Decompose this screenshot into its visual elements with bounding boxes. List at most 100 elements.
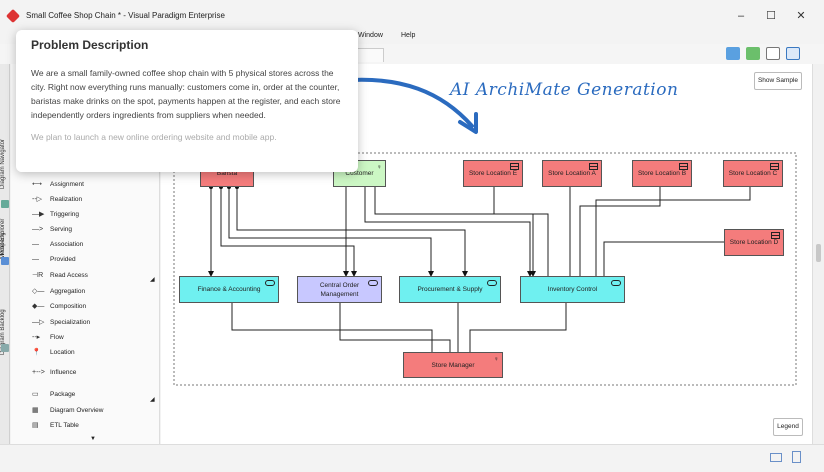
palette-glyph-icon: —▷ — [32, 319, 45, 326]
node-store-location-d[interactable]: Store Location D — [724, 229, 784, 256]
palette-item-label: Influence — [50, 369, 77, 376]
mail-icon[interactable] — [770, 453, 782, 462]
location-icon — [589, 163, 598, 170]
palette-item-etl-table[interactable]: ▤ ETL Table — [32, 421, 79, 430]
property-icon — [1, 257, 9, 265]
palette-scroll-down-icon[interactable]: ▼ — [90, 436, 96, 442]
node-label: Inventory Control — [547, 286, 598, 293]
show-sample-button[interactable]: Show Sample — [754, 72, 802, 90]
node-procurement-supply[interactable]: Procurement & Supply — [399, 276, 501, 303]
layout-icon[interactable] — [766, 47, 780, 60]
palette-glyph-icon: — — [32, 241, 39, 248]
palette-item-label: Package — [50, 390, 76, 398]
menu-help[interactable]: Help — [401, 32, 416, 39]
palette-item-label: Composition — [50, 302, 87, 310]
palette-item-label: Aggregation — [50, 287, 86, 295]
palette-item-label: ETL Table — [50, 421, 79, 429]
palette-expand-icon[interactable]: ◢ — [150, 277, 155, 283]
node-store-location-a[interactable]: Store Location A — [542, 160, 602, 187]
palette-glyph-icon: --▸ — [32, 334, 41, 341]
palette-item-label: Diagram Overview — [50, 406, 104, 414]
problem-body: We are a small family-owned coffee shop … — [31, 68, 341, 120]
legend-button[interactable]: Legend — [773, 418, 803, 436]
palette-item-influence[interactable]: +-->Influence — [32, 369, 76, 376]
node-label: Store Location A — [548, 170, 596, 177]
palette-item-label: Flow — [50, 333, 64, 341]
palette-item-label: Triggering — [50, 210, 80, 218]
palette-item-specialization[interactable]: —▷ Specialization — [32, 318, 91, 327]
location-icon — [679, 163, 688, 170]
node-store-manager[interactable]: Store Manager ♀ — [403, 352, 503, 378]
palette-glyph-icon: ◇— — [32, 288, 45, 295]
location-icon — [770, 163, 779, 170]
menu-window[interactable]: Window — [358, 32, 383, 39]
window-title: Small Coffee Shop Chain * - Visual Parad… — [26, 11, 225, 20]
palette-item-triggering[interactable]: —▶Triggering — [32, 210, 80, 219]
node-customer-label: Customer — [345, 170, 374, 177]
palette-item-read-access[interactable]: ⊣R Read Access — [32, 271, 88, 280]
palette-glyph-icon: ⊣R — [32, 272, 44, 279]
minimize-button[interactable]: – — [737, 10, 745, 22]
node-store-location-b[interactable]: Store Location B — [632, 160, 692, 187]
location-icon — [510, 163, 519, 170]
palette-item-realization[interactable]: --▷Realization — [32, 195, 83, 204]
palette-glyph-icon: — — [32, 256, 39, 263]
palette-glyph-icon: ⟷ — [32, 181, 43, 188]
palette-item-assignment[interactable]: ⟷Assignment — [32, 180, 84, 189]
node-label: Finance & Accounting — [197, 286, 261, 293]
node-label: Store Location B — [637, 170, 687, 177]
node-store-location-c[interactable]: Store Location C — [723, 160, 783, 187]
palette-item-label: Association — [50, 241, 84, 248]
palette-item-diagram-overview[interactable]: ▦ Diagram Overview — [32, 406, 104, 415]
palette-item-association[interactable]: — Association — [32, 241, 83, 248]
palette-item-location[interactable]: 📍 Location — [32, 348, 75, 357]
palette-glyph-icon: ▤ — [32, 422, 39, 429]
ai-arrow-icon — [350, 77, 478, 134]
palette-item-package[interactable]: ▭ Package — [32, 390, 76, 399]
palette-item-label: Read Access — [50, 271, 88, 279]
palette-glyph-icon: ◆— — [32, 303, 45, 310]
backlog-icon — [1, 344, 9, 352]
panel-icon[interactable] — [786, 47, 800, 60]
service-icon — [487, 280, 497, 286]
navigate-icon[interactable] — [726, 47, 740, 60]
node-finance-accounting[interactable]: Finance & Accounting — [179, 276, 279, 303]
vertical-scrollbar[interactable] — [812, 64, 824, 444]
palette-item-aggregation[interactable]: ◇— Aggregation — [32, 287, 86, 296]
close-button[interactable]: ✕ — [796, 10, 806, 22]
location-icon — [771, 232, 780, 239]
status-bar — [0, 444, 824, 472]
palette-item-composition[interactable]: ◆— Composition — [32, 302, 87, 311]
palette-glyph-icon: 📍 — [32, 349, 41, 356]
palette-glyph-icon: ▭ — [32, 391, 39, 398]
palette-item-serving[interactable]: —> Serving — [32, 226, 72, 233]
add-shape-icon[interactable] — [746, 47, 760, 60]
palette-glyph-icon: —> — [32, 226, 44, 233]
palette-item-label: Provided — [50, 256, 76, 263]
node-store-location-e[interactable]: Store Location E — [463, 160, 523, 187]
palette-item-label: Location — [50, 348, 75, 356]
node-label: Central Order Management — [319, 281, 360, 298]
palette-glyph-icon: ▦ — [32, 407, 39, 414]
service-icon — [368, 280, 378, 286]
node-inventory-control[interactable]: Inventory Control — [520, 276, 625, 303]
palette-expand-icon-2[interactable]: ◢ — [150, 397, 155, 403]
maximize-button[interactable]: ☐ — [766, 10, 776, 22]
palette-item-flow[interactable]: --▸ Flow — [32, 333, 64, 342]
problem-body-faded: We plan to launch a new online ordering … — [31, 132, 277, 142]
diagram-frame — [173, 152, 797, 386]
scrollbar-thumb[interactable] — [816, 244, 821, 262]
left-tab-strip: Diagram Navigator Model Explorer Propert… — [0, 64, 10, 444]
palette-item-label: Specialization — [50, 318, 91, 326]
menu-bar: Window Help — [0, 32, 824, 44]
palette-item-label: Serving — [50, 226, 73, 233]
palette-item-provided[interactable]: — Provided — [32, 256, 76, 263]
node-label: Store Location E — [468, 170, 518, 177]
document-icon[interactable] — [792, 451, 801, 463]
node-central-order-management[interactable]: Central Order Management — [297, 276, 382, 303]
node-label: Store Location D — [729, 239, 779, 246]
node-label: Store Manager — [431, 361, 475, 369]
palette-item-label: Realization — [50, 195, 83, 203]
